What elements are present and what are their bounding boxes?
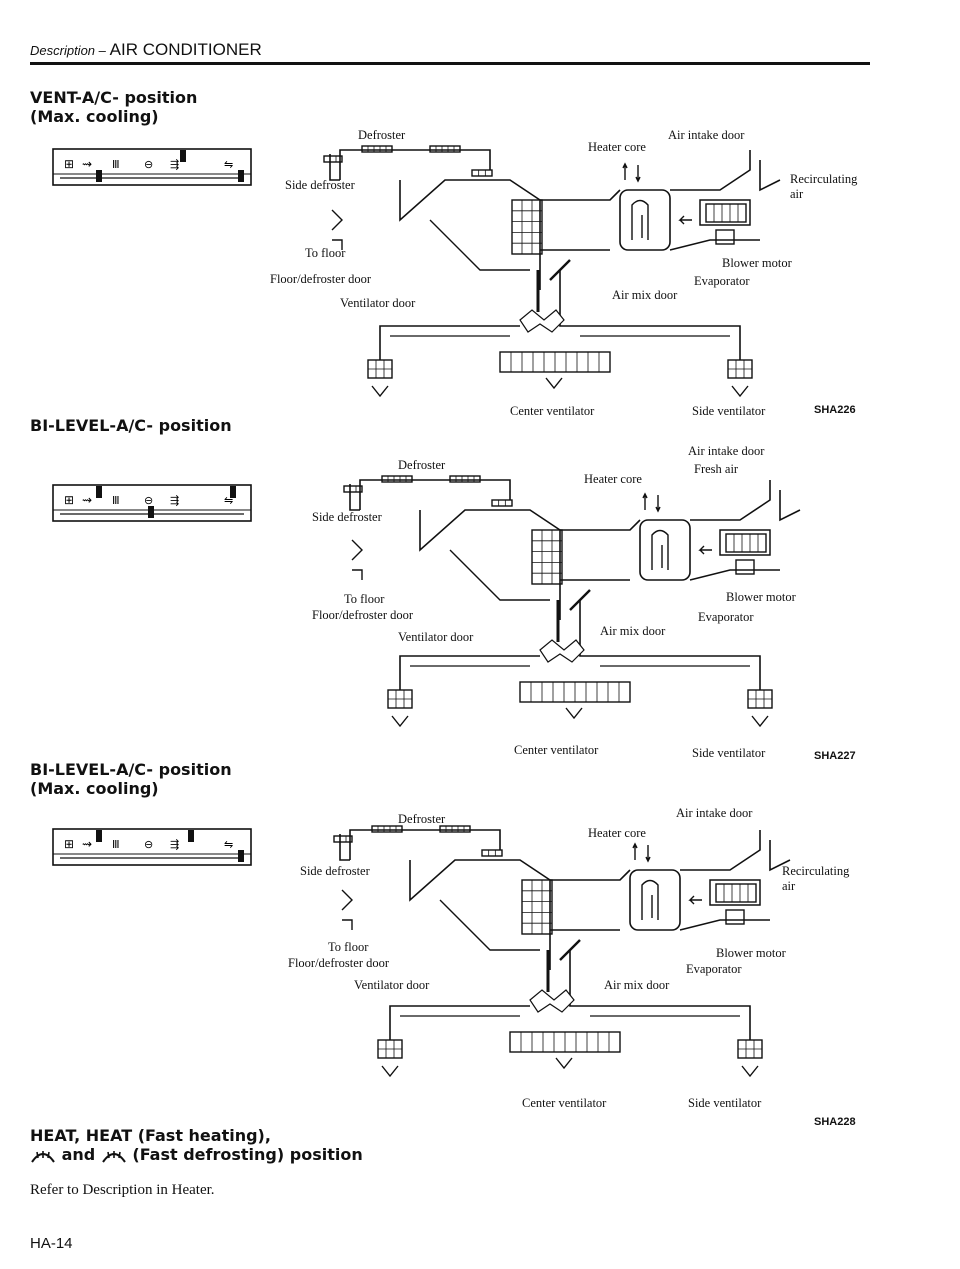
heat-title-line1: HEAT, HEAT (Fast heating), xyxy=(30,1126,271,1145)
label-defroster-1: Defroster xyxy=(358,128,406,142)
label-side-ventilator-1: Side ventilator xyxy=(692,404,766,418)
label-air-mix-door-1: Air mix door xyxy=(612,288,678,302)
section-3-title: BI-LEVEL-A/C- position (Max. cooling) xyxy=(30,760,232,798)
label-side-defroster-2: Side defroster xyxy=(312,510,382,524)
label-side-ventilator-2: Side ventilator xyxy=(692,746,766,760)
label-defroster-2: Defroster xyxy=(398,458,446,472)
label-heater-core-1: Heater core xyxy=(588,140,646,154)
svg-text:Ⅲ: Ⅲ xyxy=(112,159,120,171)
svg-text:Ⅲ: Ⅲ xyxy=(112,495,120,507)
label-side-ventilator-3: Side ventilator xyxy=(688,1096,762,1110)
header-title: AIR CONDITIONER xyxy=(109,40,262,59)
label-floor-defroster-door-1: Floor/defroster door xyxy=(270,272,372,286)
section-2-title-line1: BI-LEVEL-A/C- position xyxy=(30,416,232,435)
svg-text:⊖: ⊖ xyxy=(144,495,153,507)
label-evaporator-3: Evaporator xyxy=(686,962,742,976)
airflow-diagram-1 xyxy=(323,145,781,398)
label-intake-line1-2: Fresh air xyxy=(694,462,739,476)
svg-text:⇋: ⇋ xyxy=(224,839,233,851)
label-center-ventilator-2: Center ventilator xyxy=(514,743,599,757)
label-air-intake-door-3: Air intake door xyxy=(676,806,753,820)
svg-text:⇝: ⇝ xyxy=(82,493,92,507)
label-to-floor-3: To floor xyxy=(328,940,369,954)
label-floor-defroster-door-2: Floor/defroster door xyxy=(312,608,414,622)
section-3-title-line2: (Max. cooling) xyxy=(30,779,159,798)
page-header: Description – AIR CONDITIONER xyxy=(30,40,262,60)
label-air-mix-door-3: Air mix door xyxy=(604,978,670,992)
label-air-intake-door-2: Air intake door xyxy=(688,444,765,458)
heat-fast-defrosting: (Fast defrosting) position xyxy=(132,1145,363,1164)
label-air-mix-door-2: Air mix door xyxy=(600,624,666,638)
section-1-title-line2: (Max. cooling) xyxy=(30,107,159,126)
heat-and-word: and xyxy=(61,1145,96,1164)
airflow-diagram-2 xyxy=(343,475,801,728)
svg-text:⇋: ⇋ xyxy=(224,159,233,171)
heat-section-title: HEAT, HEAT (Fast heating), and (Fast def… xyxy=(30,1126,363,1164)
label-center-ventilator-3: Center ventilator xyxy=(522,1096,607,1110)
svg-text:⇶: ⇶ xyxy=(170,158,179,171)
figure-code-2: SHA227 xyxy=(814,750,856,762)
label-intake-line2-1: air xyxy=(790,187,804,201)
heat-note: Refer to Description in Heater. xyxy=(30,1182,215,1198)
figure-code-1: SHA226 xyxy=(814,404,856,416)
label-to-floor-1: To floor xyxy=(305,246,346,260)
defrost-icon xyxy=(31,1151,55,1163)
svg-text:⇶: ⇶ xyxy=(170,838,179,851)
section-3-title-line1: BI-LEVEL-A/C- position xyxy=(30,760,232,779)
label-heater-core-2: Heater core xyxy=(584,472,642,486)
label-defroster-3: Defroster xyxy=(398,812,446,826)
control-panel-2: ⊞ ⇝ Ⅲ ⊖ ⇶ ⇋ xyxy=(52,484,252,522)
svg-text:⊖: ⊖ xyxy=(144,839,153,851)
header-rule xyxy=(30,62,870,65)
label-center-ventilator-1: Center ventilator xyxy=(510,404,595,418)
label-evaporator-1: Evaporator xyxy=(694,274,750,288)
svg-text:⇝: ⇝ xyxy=(82,837,92,851)
label-ventilator-door-1: Ventilator door xyxy=(340,296,416,310)
control-panel-1: ⊞ ⇝ Ⅲ ⊖ ⇶ ⇋ xyxy=(52,148,252,186)
label-blower-motor-2: Blower motor xyxy=(726,590,796,604)
svg-text:⊞: ⊞ xyxy=(64,837,74,851)
section-1-title-line1: VENT-A/C- position xyxy=(30,88,198,107)
label-intake-line2-3: air xyxy=(782,879,796,893)
fast-defrost-icon xyxy=(101,1151,126,1163)
label-ventilator-door-3: Ventilator door xyxy=(354,978,430,992)
airflow-diagram-3 xyxy=(333,825,791,1078)
label-blower-motor-1: Blower motor xyxy=(722,256,792,270)
svg-text:⇋: ⇋ xyxy=(224,495,233,507)
label-intake-air-2: Fresh air xyxy=(694,462,738,477)
page-number: HA-14 xyxy=(30,1235,73,1252)
svg-text:⇶: ⇶ xyxy=(170,494,179,507)
label-ventilator-door-2: Ventilator door xyxy=(398,630,474,644)
section-1-title: VENT-A/C- position (Max. cooling) xyxy=(30,88,197,126)
header-prefix: Description – xyxy=(30,43,106,58)
figure-code-3: SHA228 xyxy=(814,1116,856,1128)
label-floor-defroster-door-3: Floor/defroster door xyxy=(288,956,390,970)
svg-text:Ⅲ: Ⅲ xyxy=(112,839,120,851)
label-side-defroster-1: Side defroster xyxy=(285,178,355,192)
label-to-floor-2: To floor xyxy=(344,592,385,606)
control-panel-3: ⊞ ⇝ Ⅲ ⊖ ⇶ ⇋ xyxy=(52,828,252,866)
label-intake-line1-1: Recirculating xyxy=(790,172,858,186)
svg-text:⊞: ⊞ xyxy=(64,493,74,507)
label-intake-line1-3: Recirculating xyxy=(782,864,850,878)
section-2-title: BI-LEVEL-A/C- position xyxy=(30,416,232,435)
label-heater-core-3: Heater core xyxy=(588,826,646,840)
svg-text:⊞: ⊞ xyxy=(64,157,74,171)
label-blower-motor-3: Blower motor xyxy=(716,946,786,960)
label-air-intake-door-1: Air intake door xyxy=(668,128,745,142)
svg-text:⊖: ⊖ xyxy=(144,159,153,171)
label-side-defroster-3: Side defroster xyxy=(300,864,370,878)
svg-text:⇝: ⇝ xyxy=(82,157,92,171)
label-evaporator-2: Evaporator xyxy=(698,610,754,624)
heat-title-line2: and (Fast defrosting) position xyxy=(30,1145,363,1164)
